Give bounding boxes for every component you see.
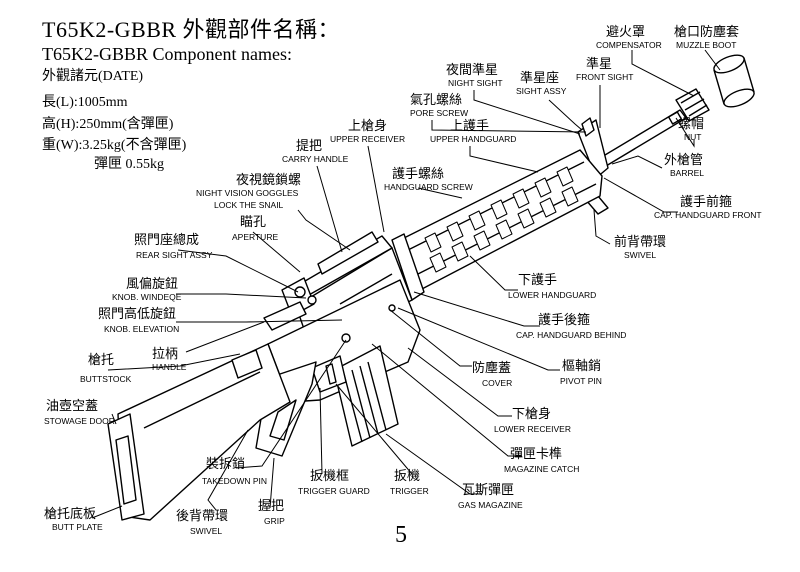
nut-drawing: [667, 111, 683, 125]
magazine-drawing: [333, 345, 399, 447]
label-front-sight-cn: 準星: [586, 56, 612, 72]
page-title: T65K2-GBBR 外觀部件名稱：: [42, 17, 341, 42]
label-butt-plate-cn: 槍托底板: [44, 506, 96, 522]
label-takedown-pin-en: TAKEDOWN PIN: [202, 476, 267, 486]
label-carry-handle-en: CARRY HANDLE: [282, 154, 349, 164]
label-pivot-pin-cn: 樞軸銷: [562, 358, 601, 374]
leader-lines: [91, 49, 721, 519]
label-night-vision-en1: NIGHT VISION GOGGLES: [196, 188, 299, 198]
label-swivel-rear-en: SWIVEL: [190, 526, 222, 536]
label-buttstock-en: BUTTSTOCK: [80, 374, 132, 384]
muzzle-boot-drawing: [713, 54, 755, 108]
label-knob-windage-cn: 風偏旋鈕: [126, 277, 178, 292]
label-cover-cn: 防塵蓋: [472, 360, 511, 376]
label-grip-en: GRIP: [264, 516, 285, 526]
part-labels: 避火罩 COMPENSATOR 槍口防塵套 MUZZLE BOOT 夜間準星 N…: [44, 24, 762, 536]
label-muzzle-boot-cn: 槍口防塵套: [674, 24, 739, 40]
label-upper-receiver-en: UPPER RECEIVER: [330, 134, 405, 144]
label-trigger-en: TRIGGER: [390, 486, 429, 496]
label-magazine-catch-cn: 彈匣卡榫: [510, 447, 562, 462]
page-subtitle: T65K2-GBBR Component names:: [42, 44, 292, 64]
label-cap-behind-en: CAP. HANDGUARD BEHIND: [516, 330, 626, 340]
label-grip-cn: 握把: [258, 499, 284, 514]
rifle-drawing: [107, 54, 755, 521]
label-buttstock-cn: 槍托: [88, 353, 114, 368]
label-rear-sight-cn: 照門座總成: [134, 232, 199, 248]
label-stowage-door-en: STOWAGE DOOR: [44, 416, 115, 426]
label-aperture-cn: 瞄孔: [240, 215, 266, 230]
label-night-vision-en2: LOCK THE SNAIL: [214, 200, 284, 210]
label-knob-elevation-cn: 照門高低旋鈕: [98, 306, 176, 322]
label-butt-plate-en: BUTT PLATE: [52, 522, 103, 532]
label-magazine-catch-en: MAGAZINE CATCH: [504, 464, 579, 474]
delta-ring-drawing: [391, 233, 425, 301]
label-upper-handguard-en: UPPER HANDGUARD: [430, 134, 516, 144]
label-trigger-cn: 扳機: [394, 468, 420, 484]
label-lower-handguard-cn: 下護手: [518, 272, 557, 288]
label-compensator-cn: 避火罩: [606, 25, 645, 40]
label-pivot-pin-en: PIVOT PIN: [560, 376, 602, 386]
label-front-sight-en: FRONT SIGHT: [576, 72, 633, 82]
label-takedown-pin-cn: 裝拆銷: [206, 456, 245, 472]
label-sight-assy-en: SIGHT ASSY: [516, 86, 567, 96]
label-cap-front-en: CAP. HANDGUARD FRONT: [654, 210, 762, 220]
label-night-sight-cn: 夜間準星: [446, 62, 498, 78]
label-cover-en: COVER: [482, 378, 512, 388]
label-lower-handguard-en: LOWER HANDGUARD: [508, 290, 596, 300]
label-upper-handguard-cn: 上護手: [450, 118, 489, 134]
spec-length: 長(L):1005mm: [42, 95, 128, 110]
label-cap-front-cn: 護手前箍: [680, 194, 732, 210]
spec-weight: 重(W):3.25kg(不含彈匣): [42, 138, 187, 153]
label-swivel-rear-cn: 後背帶環: [176, 509, 228, 524]
label-night-sight-en: NIGHT SIGHT: [448, 78, 503, 88]
label-stowage-door-cn: 油壺空蓋: [46, 399, 98, 414]
label-upper-receiver-cn: 上槍身: [348, 118, 387, 134]
label-handguard-screw-en: HANDGUARD SCREW: [384, 182, 473, 192]
label-muzzle-boot-en: MUZZLE BOOT: [676, 40, 736, 50]
page-number: 5: [395, 522, 407, 548]
label-compensator-en: COMPENSATOR: [596, 40, 662, 50]
label-lower-receiver-cn: 下槍身: [512, 406, 551, 422]
spec-height: 高(H):250mm(含彈匣): [42, 117, 174, 132]
spec-date-heading: 外觀諸元(DATE): [42, 69, 144, 84]
label-trigger-guard-en: TRIGGER GUARD: [298, 486, 370, 496]
label-swivel-front-cn: 前背帶環: [614, 234, 666, 250]
butt-plate-drawing: [107, 413, 145, 521]
label-cap-behind-cn: 護手後箍: [538, 312, 590, 328]
label-nut-en: NUT: [684, 132, 701, 142]
label-barrel-cn: 外槍管: [664, 153, 703, 168]
label-aperture-en: APERTURE: [232, 232, 278, 242]
label-pore-screw-en: PORE SCREW: [410, 108, 468, 118]
label-sight-assy-cn: 準星座: [520, 70, 559, 86]
spec-magazine-weight: 彈匣 0.55kg: [94, 157, 164, 172]
label-trigger-guard-cn: 扳機框: [310, 468, 349, 484]
label-knob-windage-en: KNOB. WINDEQE: [112, 292, 182, 302]
label-pore-screw-cn: 氣孔螺絲: [410, 93, 462, 108]
label-lower-receiver-en: LOWER RECEIVER: [494, 424, 571, 434]
label-handle-cn: 拉柄: [152, 347, 178, 362]
label-rear-sight-en: REAR SIGHT ASSY: [136, 250, 213, 260]
label-carry-handle-cn: 提把: [296, 138, 322, 154]
label-gas-magazine-en: GAS MAGAZINE: [458, 500, 523, 510]
label-gas-magazine-cn: 瓦斯彈匣: [462, 483, 514, 498]
label-nut-cn: 螺帽: [678, 116, 704, 132]
charging-handle-drawing: [263, 301, 307, 331]
handguard-vents: [424, 166, 579, 273]
label-barrel-en: BARREL: [670, 168, 704, 178]
label-handle-en: HANDLE: [152, 362, 187, 372]
label-knob-elevation-en: KNOB. ELEVATION: [104, 324, 179, 334]
compensator-drawing: [675, 88, 710, 122]
label-night-vision-cn: 夜視鏡鎖螺: [236, 172, 301, 188]
label-swivel-front-en: SWIVEL: [624, 250, 656, 260]
label-handguard-screw-cn: 護手螺絲: [392, 166, 444, 182]
